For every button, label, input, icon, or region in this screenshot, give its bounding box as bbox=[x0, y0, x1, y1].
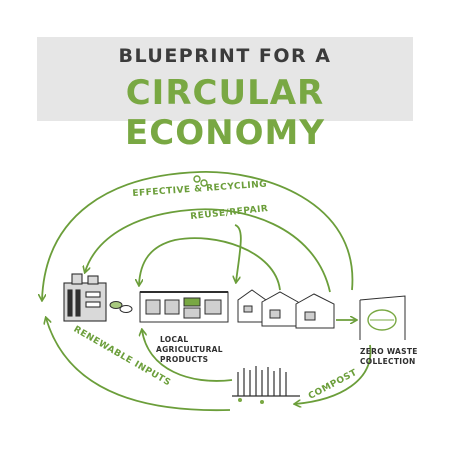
local-ag-label-3: PRODUCTS bbox=[160, 355, 208, 364]
recycle-icon bbox=[193, 175, 208, 187]
shops-icon bbox=[139, 291, 229, 323]
zero-waste-label-2: COLLECTION bbox=[360, 357, 416, 366]
zero-waste-label-1: ZERO WASTE bbox=[360, 347, 418, 356]
crops-icon bbox=[232, 366, 300, 404]
local-ag-label-2: AGRICULTURAL bbox=[156, 345, 223, 354]
local-ag-label-1: LOCAL bbox=[160, 335, 188, 344]
compost-arrow bbox=[295, 344, 372, 404]
reuse-arrow-inner bbox=[139, 237, 281, 291]
zero-waste-station-icon bbox=[359, 295, 406, 340]
housing-icon bbox=[237, 289, 335, 329]
reuse-arrow bbox=[85, 208, 331, 293]
title-banner: BLUEPRINT FOR A CIRCULAR ECONOMY bbox=[37, 37, 413, 153]
title-line-2: CIRCULAR ECONOMY bbox=[125, 73, 325, 153]
recycling-label: EFFECTIVE & RECYCLING bbox=[132, 180, 267, 199]
title-line-1: BLUEPRINT FOR A bbox=[118, 45, 332, 67]
recycling-arrow bbox=[42, 171, 354, 300]
farm-to-shops-arrow bbox=[142, 330, 233, 382]
housing-arrow bbox=[235, 224, 242, 282]
renewable-label: RENEWABLE INPUTS bbox=[72, 325, 173, 389]
renewable-arrow bbox=[46, 318, 231, 412]
factory-icon bbox=[63, 273, 107, 322]
car-icon bbox=[109, 301, 133, 313]
reuse-label: REUSE/REPAIR bbox=[190, 204, 269, 222]
